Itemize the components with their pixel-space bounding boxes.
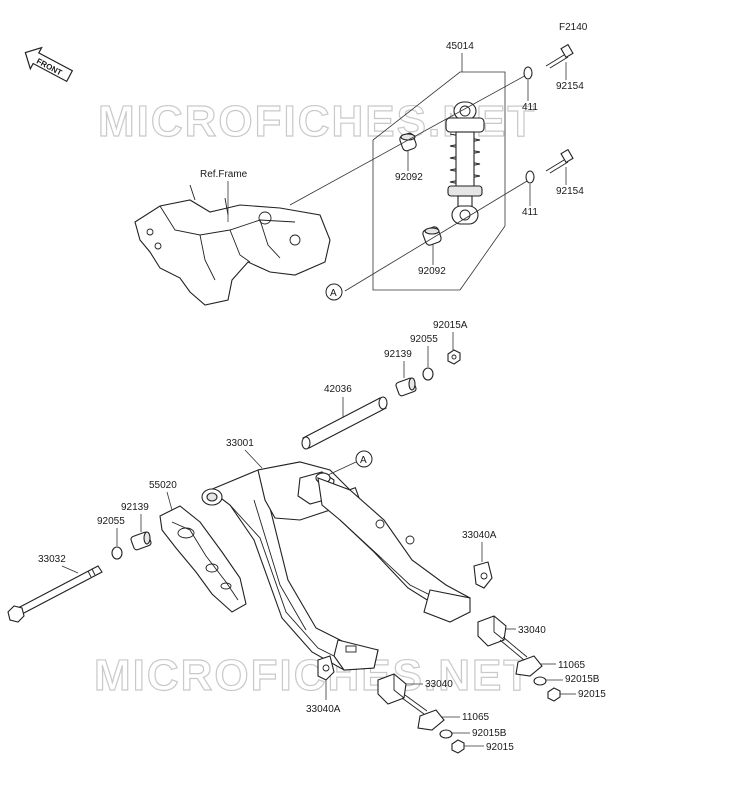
label-411-lower: 411 xyxy=(522,207,538,218)
adjuster-33040-right-icon xyxy=(477,615,507,647)
label-11065-right: 11065 xyxy=(558,660,586,671)
label-92015B-right: 92015B xyxy=(565,674,600,685)
bolt-lower-icon xyxy=(545,148,574,174)
washer-92015B-right-icon xyxy=(533,676,547,686)
label-33040-right: 33040 xyxy=(518,625,546,636)
leader-55020 xyxy=(166,491,173,511)
label-92154-upper: 92154 xyxy=(556,81,584,92)
pivot-sleeve-icon xyxy=(301,396,388,450)
label-92055-upper: 92055 xyxy=(410,334,438,345)
swingarm-icon xyxy=(201,461,471,671)
svg-text:A: A xyxy=(360,455,367,466)
label-11065-left: 11065 xyxy=(462,712,490,723)
shock-absorber-icon xyxy=(445,101,485,225)
label-33001: 33001 xyxy=(226,438,254,449)
group-bracket-top xyxy=(372,71,506,226)
bolt-upper-icon xyxy=(545,43,574,69)
label-92015-right: 92015 xyxy=(578,689,606,700)
nut-92015A-icon xyxy=(447,349,461,365)
label-33040-left: 33040 xyxy=(425,679,453,690)
frame-reference-icon xyxy=(134,184,331,306)
svg-text:A: A xyxy=(330,288,337,299)
label-42036: 42036 xyxy=(324,384,352,395)
label-92092-upper: 92092 xyxy=(395,172,423,183)
group-bracket-left xyxy=(372,140,460,291)
label-92015-left: 92015 xyxy=(486,742,514,753)
label-92092-lower: 92092 xyxy=(418,266,446,277)
leader-33001 xyxy=(244,449,263,469)
bolt-11065-right-icon xyxy=(499,636,543,677)
label-92139-lower: 92139 xyxy=(121,502,149,513)
callout-a-upper: A xyxy=(325,283,343,301)
label-411-upper: 411 xyxy=(522,102,538,113)
diagram-code: F2140 xyxy=(559,22,588,33)
label-92015B-left: 92015B xyxy=(472,728,507,739)
label-33032: 33032 xyxy=(38,554,66,565)
bracket-33040A-left-icon xyxy=(317,655,335,681)
ref-frame-label: Ref.Frame xyxy=(200,169,248,180)
watermark-bottom: MICROFICHES.NET xyxy=(94,651,532,700)
front-arrow-icon: FRONT xyxy=(24,46,74,83)
washer-lower-icon xyxy=(525,170,535,184)
leader-callout-a-lower xyxy=(327,461,357,476)
oring-upper-icon xyxy=(422,367,434,381)
washer-upper-icon xyxy=(523,66,533,80)
label-33040A-right: 33040A xyxy=(462,530,497,541)
collar-lower-icon xyxy=(130,531,152,551)
mount-line-lower xyxy=(344,177,533,292)
nut-92015-left-icon xyxy=(451,739,465,754)
group-bracket-right xyxy=(459,225,506,291)
collar-upper-icon xyxy=(395,377,417,397)
leader-33032 xyxy=(61,565,79,574)
adjuster-33040-left-icon xyxy=(377,673,407,705)
bracket-33040A-right-icon xyxy=(473,561,493,589)
label-55020: 55020 xyxy=(149,480,177,491)
nut-92015-right-icon xyxy=(547,687,561,702)
label-33040A-left: 33040A xyxy=(306,704,341,715)
label-45014: 45014 xyxy=(446,41,474,52)
bushing-lower-icon xyxy=(422,226,442,246)
mount-line-upper xyxy=(289,72,531,206)
bolt-11065-left-icon xyxy=(401,694,445,731)
pivot-shaft-icon xyxy=(7,565,103,623)
label-92139-upper: 92139 xyxy=(384,349,412,360)
label-92015A: 92015A xyxy=(433,320,468,331)
label-92154-lower: 92154 xyxy=(556,186,584,197)
label-92055-lower: 92055 xyxy=(97,516,125,527)
washer-92015B-left-icon xyxy=(439,729,453,739)
chain-guard-icon xyxy=(159,505,247,613)
oring-lower-icon xyxy=(111,546,123,560)
callout-a-lower: A xyxy=(355,450,373,468)
